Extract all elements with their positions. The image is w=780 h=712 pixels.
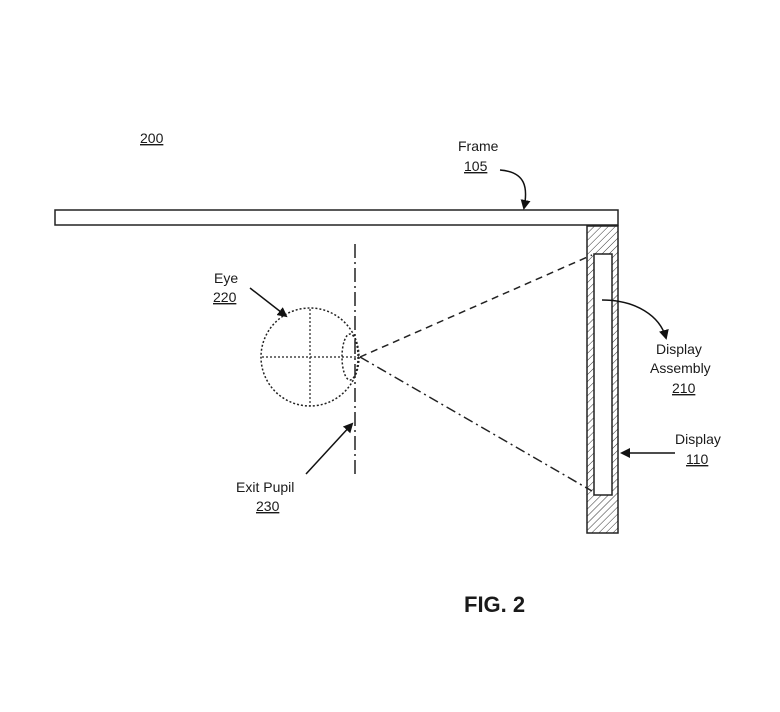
frame-label: Frame — [458, 138, 499, 154]
exit-pupil-ref: 230 — [256, 498, 280, 514]
frame-bar — [54, 209, 619, 226]
display-ref: 110 — [686, 451, 709, 467]
display-assembly-ref: 210 — [672, 380, 696, 396]
display-label: Display — [675, 431, 721, 447]
eye-leader-arrow — [249, 287, 288, 318]
lower-view-ray — [359, 356, 593, 492]
display-panel — [593, 253, 613, 496]
figure-ref-number: 200 — [140, 130, 164, 146]
figure-caption: FIG. 2 — [464, 592, 525, 617]
display-assembly-leader-arrow — [601, 299, 669, 340]
frame-ref: 105 — [464, 158, 488, 174]
exit-pupil-label: Exit Pupil — [236, 479, 294, 495]
frame-leader-arrow — [499, 169, 531, 210]
eye-label: Eye — [214, 270, 238, 286]
display-assembly-label-line2: Assembly — [650, 360, 711, 376]
exit-pupil-leader-arrow — [305, 422, 354, 475]
display-assembly-label-line1: Display — [656, 341, 702, 357]
eye-lens — [341, 333, 359, 381]
upper-view-ray — [359, 254, 593, 358]
eye-ref: 220 — [213, 289, 237, 305]
